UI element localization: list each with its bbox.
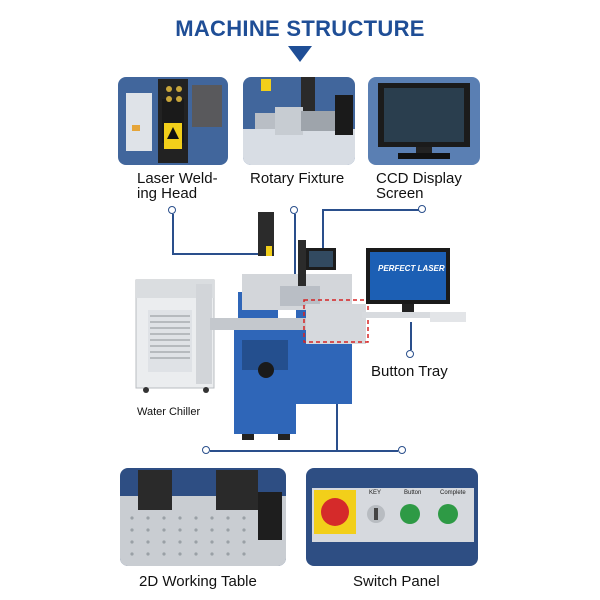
rotary-fixture-label: Rotary Fixture: [250, 170, 345, 187]
page-title: MACHINE STRUCTURE: [175, 16, 425, 41]
ccd-display-photo: [368, 77, 480, 165]
ccd-display-label-line2: Screen: [376, 185, 424, 202]
laser-welding-head-photo: [118, 77, 228, 165]
laser-head-callout-line: [172, 214, 174, 254]
rotary-callout-dot: [290, 206, 298, 214]
laser-head-callout-line-h: [172, 253, 264, 255]
button-tray-callout-line: [410, 322, 412, 350]
2d-working-table-photo: [120, 468, 286, 566]
laser-head-callout-dot: [168, 206, 176, 214]
rotary-callout-line: [294, 214, 296, 298]
ccd-callout-line-h: [322, 209, 419, 211]
switch-panel-label: Switch Panel: [353, 573, 440, 590]
ccd-display-label-line1: CCD Display: [376, 170, 462, 187]
laser-welding-machine-illustration: [135, 212, 466, 440]
bottom-left-callout-dot: [202, 446, 210, 454]
button-tray-label: Button Tray: [371, 363, 448, 380]
monitor-brand-text: PERFECT LASER: [378, 264, 445, 273]
title-arrow-icon: [288, 46, 312, 62]
water-chiller-label: Water Chiller: [137, 406, 201, 418]
switch-key-label: KEY: [369, 490, 382, 496]
switch-complete-label: Complete: [440, 490, 466, 496]
bottom-right-callout-dot: [398, 446, 406, 454]
switch-panel-photo: [306, 468, 478, 566]
button-tray-callout-dot: [406, 350, 414, 358]
switch-button-label: Button: [404, 490, 422, 496]
ccd-callout-line-v: [322, 209, 324, 253]
laser-welding-head-label-line2: ing Head: [137, 185, 198, 202]
laser-welding-head-label-line1: Laser Weld-: [137, 170, 218, 187]
bottom-callout-line: [210, 450, 398, 452]
2d-working-table-label: 2D Working Table: [139, 573, 257, 590]
rotary-fixture-photo: [243, 77, 355, 165]
